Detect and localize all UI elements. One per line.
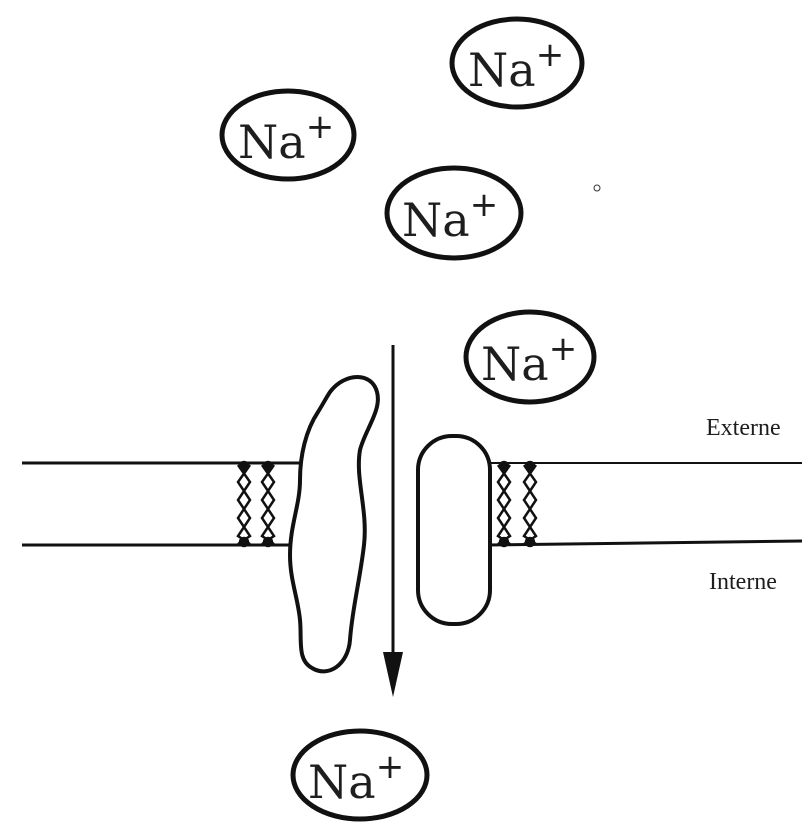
svg-text:Na+: Na+: [308, 747, 404, 809]
ion-circle: [449, 16, 585, 110]
ion-charge: +: [306, 107, 335, 147]
ion-charge: +: [376, 747, 405, 787]
lipid-crosshatch-left: [236, 460, 276, 548]
ion-circle: [219, 88, 357, 182]
membrane: [22, 461, 803, 547]
ion-charge: +: [470, 185, 499, 225]
svg-text:Na+: Na+: [468, 35, 564, 97]
ion-charge: +: [549, 329, 578, 369]
sodium-ion-2: Na+: [219, 88, 357, 182]
ion-circle: [384, 165, 524, 261]
ion-circle: [463, 309, 597, 405]
ion-flow-arrow: [383, 345, 403, 697]
membrane-inner-line-right: [487, 539, 803, 547]
sodium-ion-3: Na+: [384, 165, 524, 261]
sodium-ion-1: Na+: [449, 16, 585, 110]
label-interne: Interne: [709, 569, 777, 595]
lipid-crosshatch-right: [496, 460, 538, 548]
channel-protein-left: [287, 375, 380, 674]
channel-protein-right: [416, 434, 492, 626]
ion-symbol: Na: [481, 337, 549, 391]
ion-symbol: Na: [308, 755, 376, 809]
sodium-ion-5: Na+: [290, 728, 430, 822]
ion-symbol: Na: [402, 193, 470, 247]
svg-text:Na+: Na+: [481, 329, 577, 391]
ion-circle: [290, 728, 430, 822]
ion-symbol: Na: [238, 115, 306, 169]
svg-text:Na+: Na+: [238, 107, 334, 169]
ion-charge: +: [536, 35, 565, 75]
svg-text:Na+: Na+: [402, 185, 498, 247]
sodium-ion-4: Na+: [463, 309, 597, 405]
ion-symbol: Na: [468, 43, 536, 97]
speck-dot: [593, 184, 601, 192]
label-externe: Externe: [706, 415, 781, 441]
